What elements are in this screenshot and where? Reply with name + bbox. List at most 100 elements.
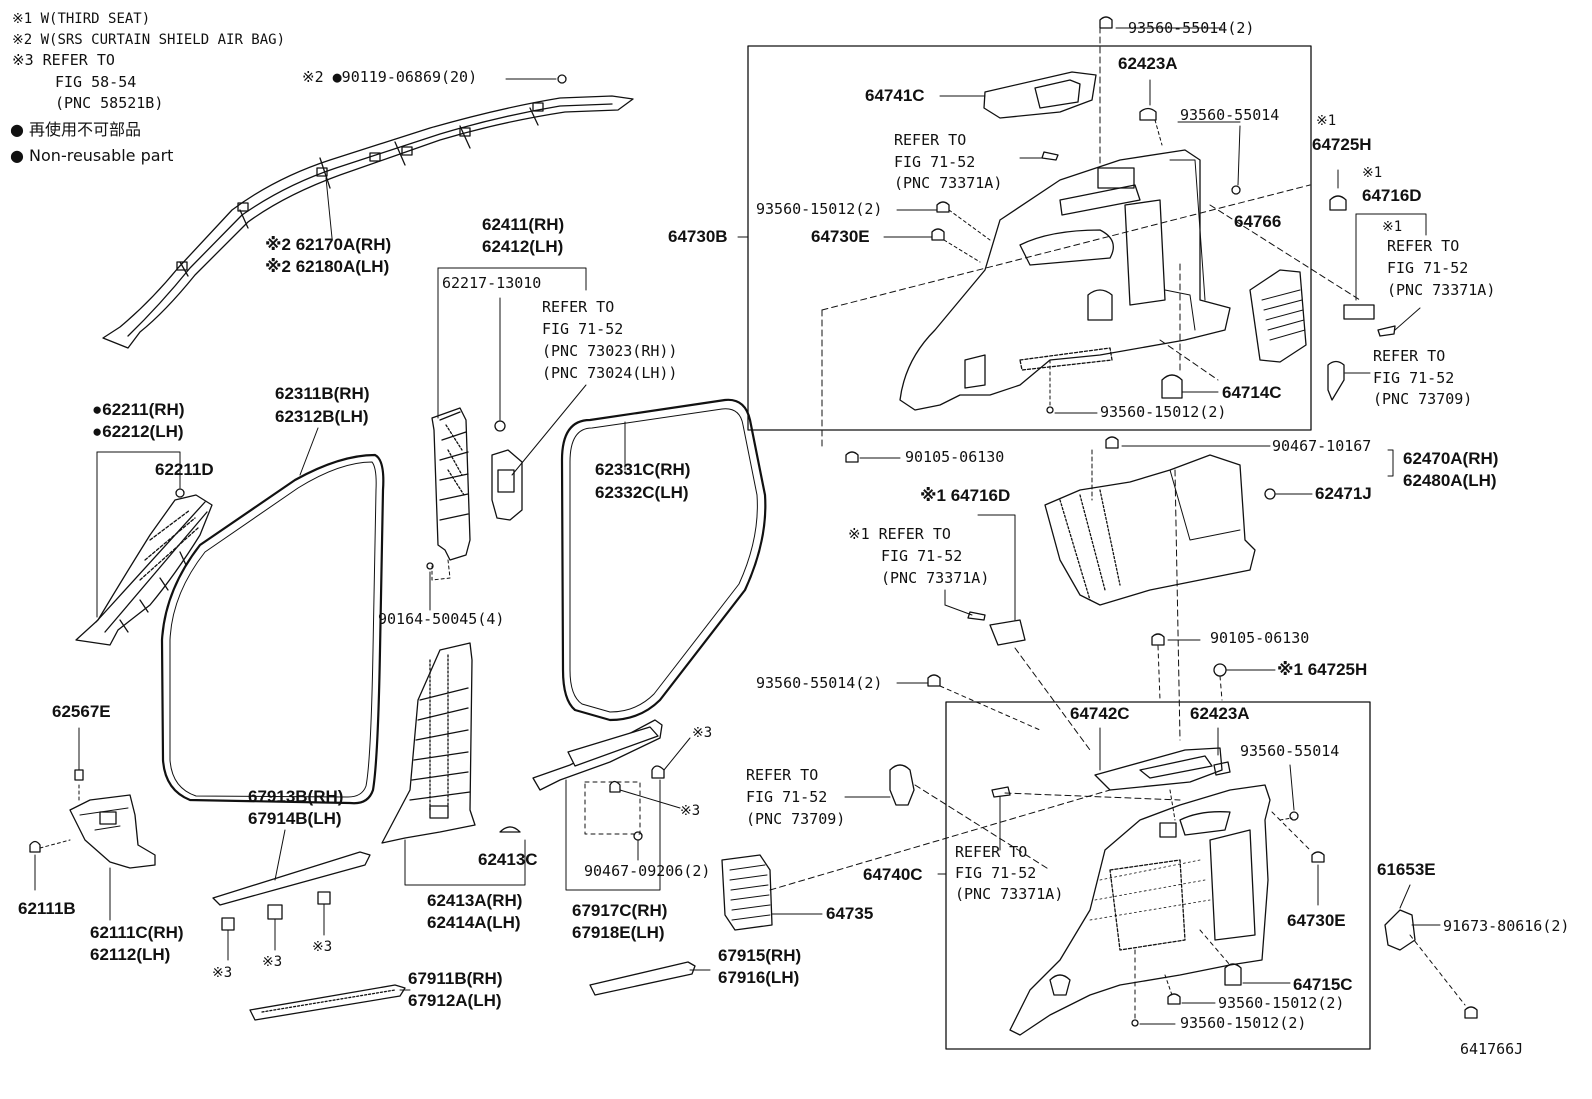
label-62480a: 62480A(LH) — [1403, 471, 1497, 490]
label-62180a: ※2 62180A(LH) — [265, 257, 390, 276]
label-64740c: 64740C — [863, 865, 923, 884]
quarter-bracket-part — [1384, 909, 1416, 951]
label-67914b: 67914B(LH) — [248, 809, 342, 828]
ref-note3-a: ※3 — [212, 965, 233, 981]
label-93560-55014-bot: 93560-55014 — [1240, 742, 1340, 760]
label-64742c: 64742C — [1070, 704, 1130, 723]
label-62311b: 62311B(RH) — [275, 384, 370, 403]
label-64730e-top: 64730E — [811, 227, 870, 246]
ref-73023-line4: (PNC 73024(LH)) — [542, 364, 678, 382]
label-64766: 64766 — [1234, 212, 1282, 231]
label-90467-09206: 90467-09206(2) — [584, 862, 711, 880]
label-62211-rh: ●62211(RH) — [92, 400, 185, 419]
label-62470a: 62470A(RH) — [1403, 449, 1499, 468]
quarter-trim-panel-lower-part — [1009, 784, 1271, 1036]
label-93560-55014-top: 93560-55014 — [1180, 106, 1280, 124]
ref-73709-mid-line3: (PNC 73709) — [746, 810, 846, 828]
label-64716d-top: 64716D — [1362, 186, 1422, 205]
label-64715c: 64715C — [1293, 975, 1353, 994]
label-64714c: 64714C — [1222, 383, 1282, 402]
ref-73709-right-line1: REFER TO — [1373, 347, 1446, 365]
label-93560-15012-2-top: 93560-15012(2) — [756, 200, 883, 218]
label-67917c: 67917C(RH) — [572, 901, 668, 920]
legend-note-2: ※2 W(SRS CURTAIN SHIELD AIR BAG) — [12, 32, 286, 48]
front-pillar-garnish-part — [75, 494, 213, 646]
label-62423a-bot: 62423A — [1190, 704, 1250, 723]
note1-64716d: ※1 — [1362, 165, 1383, 181]
ref-note3-c: ※3 — [312, 939, 333, 955]
label-90164-50045: 90164-50045(4) — [378, 610, 505, 628]
legend-note-3-line1: ※3 REFER TO — [12, 51, 115, 69]
label-62413a: 62413A(RH) — [427, 891, 523, 910]
rear-scuff-cover-part — [532, 719, 663, 791]
legend-nonreusable-en: ● Non-reusable part — [10, 146, 174, 165]
ref-73371a-mid-line1: ※1 REFER TO — [848, 525, 951, 543]
diagram-id: 641766J — [1460, 1040, 1524, 1058]
label-64716d-mid: ※1 64716D — [920, 486, 1011, 505]
legend-note-3-line2: FIG 58-54 — [55, 73, 137, 91]
label-91673-80616: 91673-80616(2) — [1443, 917, 1570, 935]
label-62414a: 62414A(LH) — [427, 913, 521, 932]
lower-quarter-trim-box — [945, 701, 1371, 1050]
label-61653e: 61653E — [1377, 860, 1436, 879]
label-67915: 67915(RH) — [718, 946, 802, 965]
label-62111c: 62111C(RH) — [90, 923, 184, 942]
label-90467-10167: 90467-10167 — [1272, 437, 1372, 455]
label-62217-13010: 62217-13010 — [442, 274, 542, 292]
quarter-vent-louver-part — [721, 854, 773, 931]
cowl-side-trim-part — [69, 794, 156, 869]
ref-73371a-right-note: ※1 — [1382, 219, 1403, 235]
front-scuff-cover-part — [212, 851, 371, 906]
ref-73371a-right-line3: (PNC 73371A) — [1387, 281, 1496, 299]
ref-73371a-mid-line3: (PNC 73371A) — [881, 569, 990, 587]
label-67918e: 67918E(LH) — [572, 923, 665, 942]
label-67911b: 67911B(RH) — [408, 969, 503, 988]
rear-door-weatherstrip-part — [560, 398, 767, 722]
ref-73709-mid-line1: REFER TO — [746, 766, 819, 784]
ref-73371a-bot-line3: (PNC 73371A) — [955, 885, 1064, 903]
label-62412: 62412(LH) — [482, 237, 564, 256]
label-90105-06130-top: 90105-06130 — [905, 448, 1005, 466]
label-64725h-mid: ※1 64725H — [1277, 660, 1368, 679]
label-62312b: 62312B(LH) — [275, 407, 369, 426]
ref-73709-mid-line2: FIG 71-52 — [746, 788, 828, 806]
upper-quarter-trim-box — [747, 45, 1312, 431]
label-62413c: 62413C — [478, 850, 538, 869]
ref-73371a-right-line2: FIG 71-52 — [1387, 259, 1469, 277]
quarter-trim-cover-part — [1249, 269, 1307, 363]
ref-73371a-top-line1: REFER TO — [894, 131, 967, 149]
note1-64725h: ※1 — [1316, 113, 1337, 129]
label-93560-15012-2-b2: 93560-15012(2) — [1180, 1014, 1307, 1032]
label-90119-06869: ※2 ●90119-06869(20) — [302, 68, 478, 86]
label-93560-15012-2-mid: 93560-15012(2) — [1100, 403, 1227, 421]
label-67913b: 67913B(RH) — [248, 787, 344, 806]
ref-note3-e: ※3 — [680, 803, 701, 819]
ref-73023-line1: REFER TO — [542, 298, 615, 316]
legend-note-3-line3: (PNC 58521B) — [55, 94, 164, 112]
front-scuff-plate-part — [249, 984, 406, 1021]
deck-trim-cover-pocket-part — [983, 71, 1097, 119]
label-67916: 67916(LH) — [718, 968, 800, 987]
rear-scuff-plate-part — [589, 961, 696, 996]
label-90105-06130-mid: 90105-06130 — [1210, 629, 1310, 647]
front-door-weatherstrip-part — [160, 453, 385, 805]
ref-73371a-right-line1: REFER TO — [1387, 237, 1460, 255]
center-pillar-upper-garnish-part — [431, 407, 471, 561]
label-93560-15012-2-b1: 93560-15012(2) — [1218, 994, 1345, 1012]
label-64730e-bot: 64730E — [1287, 911, 1346, 930]
ref-note3-b: ※3 — [262, 954, 283, 970]
label-62567e: 62567E — [52, 702, 111, 721]
label-62112: 62112(LH) — [90, 945, 171, 964]
label-64725h-top: 64725H — [1312, 135, 1372, 154]
legend-note-1: ※1 W(THIRD SEAT) — [12, 11, 151, 27]
label-62423a-top: 62423A — [1118, 54, 1178, 73]
ref-73023-line3: (PNC 73023(RH)) — [542, 342, 678, 360]
label-62211d: 62211D — [155, 460, 214, 479]
ref-73371a-bot-line1: REFER TO — [955, 843, 1028, 861]
label-64735: 64735 — [826, 904, 874, 923]
label-62331c: 62331C(RH) — [595, 460, 691, 479]
ref-73371a-top-line2: FIG 71-52 — [894, 153, 976, 171]
label-62111b: 62111B — [18, 899, 76, 918]
